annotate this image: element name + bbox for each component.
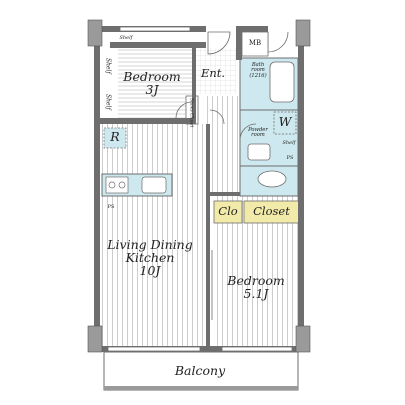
powder-door: [239, 123, 257, 141]
bath-line3: (1216): [249, 72, 267, 79]
shelf-label-left-1: Shelf: [104, 58, 112, 74]
bedroom-small-size: 3J: [145, 82, 159, 98]
bedroom-large-name: Bedroom: [227, 273, 285, 288]
closet-large-label: Closet: [253, 204, 290, 218]
pillars: [87, 19, 311, 353]
bedroom-small-floor: [118, 48, 192, 118]
shoes-closet-label: Shoes Closet: [188, 98, 194, 128]
ldk-floor: [100, 124, 206, 346]
ps-label-powder: PS: [286, 155, 294, 161]
balcony-label: Balcony: [174, 363, 226, 378]
kitchen-sink: [141, 176, 167, 194]
stove: [105, 176, 129, 194]
refrigerator-space: [103, 127, 127, 149]
closet-small-area: [213, 200, 243, 224]
powder-line1: Powder: [248, 127, 268, 133]
ldk-label: Living Dining Kitchen 10J: [100, 237, 200, 279]
bathtub: [269, 61, 295, 103]
bedroom-small-door: [175, 101, 193, 119]
entrance-door: [207, 31, 231, 55]
sliding-doors: [207, 240, 213, 330]
shelf-label-left-2: Shelf: [104, 94, 112, 110]
washer-label: W: [278, 114, 292, 129]
toilet: [257, 170, 287, 188]
ldk-size: 10J: [139, 263, 161, 279]
mb-box: [241, 31, 269, 57]
entrance-label: Ent.: [200, 66, 226, 80]
burner: [118, 181, 126, 189]
ps-label-kitchen: PS: [107, 204, 115, 210]
burner: [108, 181, 116, 189]
basin: [247, 143, 271, 161]
powder-label: Powder room: [244, 127, 272, 139]
mb-door: [267, 31, 289, 53]
bedroom-small-label: Bedroom 3J: [120, 70, 184, 96]
hall-floor: [206, 96, 240, 196]
bath-line2: room: [251, 67, 265, 74]
shelf-label-powder: Shelf: [282, 140, 296, 146]
entrance-floor: [196, 48, 236, 94]
bath-line1: Bath: [251, 62, 265, 68]
windows: [107, 26, 293, 352]
powder-line2: room: [251, 132, 265, 139]
ldk-line2: Kitchen: [125, 250, 175, 266]
hall-door: [209, 109, 225, 125]
mb-label: MB: [248, 39, 262, 47]
refrigerator-label: R: [110, 129, 120, 144]
ldk-line1: Living Dining: [107, 237, 193, 252]
shelf-label-top: Shelf: [119, 35, 133, 41]
bath-label: Bath room (1216): [244, 62, 272, 79]
balcony-rail: [104, 386, 298, 390]
bedroom-large-size: 5.1J: [243, 286, 269, 302]
washer-space: [273, 111, 297, 135]
bedroom-large-label: Bedroom 5.1J: [218, 274, 294, 300]
balcony-area: [103, 351, 299, 391]
closet-small-label: Clo: [218, 204, 238, 218]
bedroom-small-name: Bedroom: [123, 69, 181, 84]
